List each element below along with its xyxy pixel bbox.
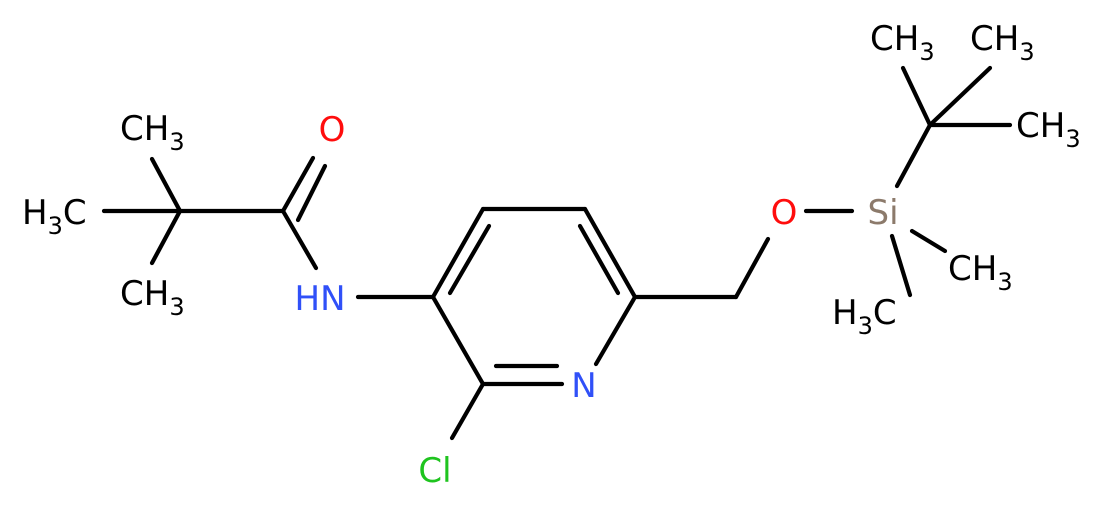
methyl-pivaloyl-top: CH3 bbox=[120, 109, 185, 156]
bond-ring-c6-n1 bbox=[593, 294, 638, 367]
bond-carbonyl-o-2 bbox=[295, 163, 328, 223]
bond-si-tbu bbox=[894, 122, 933, 189]
atom-pyridine-nitrogen: N bbox=[571, 366, 596, 406]
bond-cq-me-top bbox=[149, 156, 183, 214]
atom-label-layer: O HN N O Si Cl bbox=[295, 110, 899, 491]
bond-si-me-right bbox=[909, 228, 948, 254]
methyl-pivaloyl-left: H3C bbox=[22, 193, 87, 240]
methyl-tbu-3: CH3 bbox=[1016, 106, 1081, 153]
methyl-si-bottom: H3C bbox=[832, 293, 897, 340]
methyl-si-right: CH3 bbox=[948, 249, 1013, 296]
methyl-pivaloyl-bottom: CH3 bbox=[120, 274, 185, 321]
atom-chlorine: Cl bbox=[418, 451, 451, 491]
bond-ring-c3-c4 bbox=[430, 206, 486, 300]
atom-ether-oxygen: O bbox=[771, 193, 798, 233]
methyl-tbu-1: CH3 bbox=[870, 19, 935, 66]
bond-ring-c5-c6-inner bbox=[577, 223, 621, 296]
bond-tbu-me-1 bbox=[900, 65, 933, 128]
bond-c2-cl bbox=[449, 381, 486, 441]
atom-silicon: Si bbox=[867, 193, 898, 233]
bond-ring-c2-c3 bbox=[430, 294, 486, 387]
methyl-label-layer: CH3 H3C CH3 CH3 CH3 CH3 CH3 H3C bbox=[22, 19, 1081, 340]
atom-carbonyl-oxygen: O bbox=[319, 110, 346, 150]
bond-si-me-bottom bbox=[889, 233, 913, 298]
bond-ring-c3-c4-inner bbox=[447, 223, 492, 296]
bond-carbonyl-n bbox=[280, 208, 319, 271]
bond-ring-c5-c6 bbox=[582, 206, 638, 300]
methyl-tbu-2: CH3 bbox=[970, 19, 1035, 66]
bond-cq-me-bottom bbox=[149, 208, 183, 266]
bond-carbonyl-o-1 bbox=[280, 155, 316, 214]
bond-ch2-o bbox=[733, 236, 771, 300]
bond-tbu-me-2 bbox=[927, 65, 993, 128]
atom-amide-nitrogen: HN bbox=[295, 279, 346, 319]
bond-layer bbox=[101, 65, 1013, 441]
